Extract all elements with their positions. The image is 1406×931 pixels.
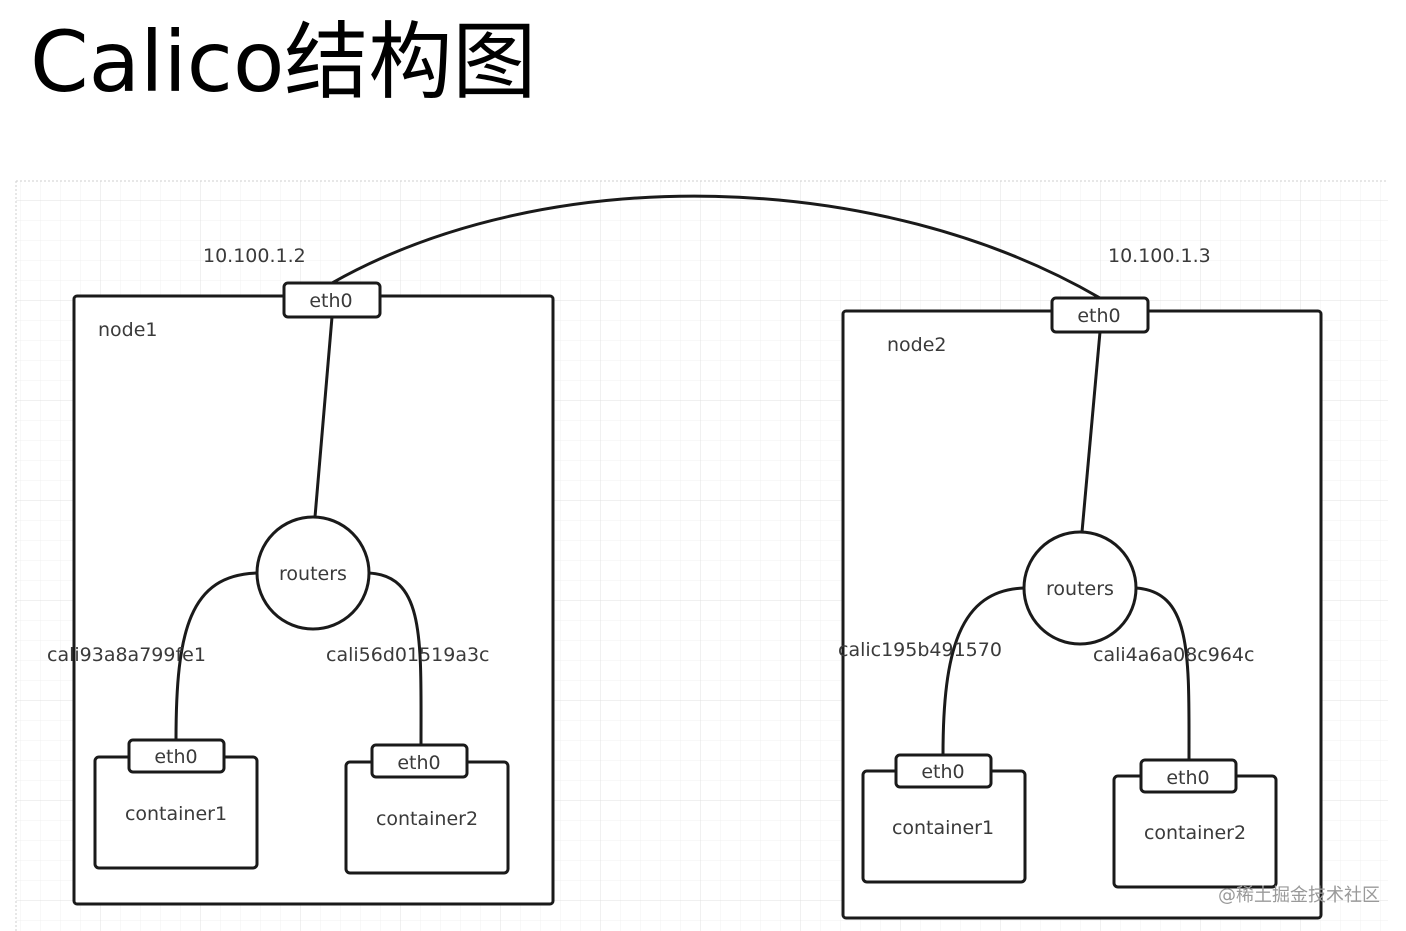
node1-container1-eth0-label: eth0 — [154, 746, 197, 768]
node1-cali-iface-1: cali93a8a799fe1 — [47, 644, 206, 666]
node2-container1-eth0-box — [894, 753, 993, 789]
node1-group: node1 10.100.1.2 eth0 routers cali93a8a7… — [47, 245, 555, 906]
node2-cali-iface-1: calic195b491570 — [838, 639, 1002, 661]
node2-cali-iface-2: cali4a6a08c964c — [1093, 644, 1254, 666]
node1-cali-link-1 — [174, 571, 258, 741]
node2-eth-router-link — [1080, 331, 1102, 533]
node2-container2-eth0-label: eth0 — [1166, 767, 1209, 789]
node1-container1-label: container1 — [125, 803, 227, 825]
node1-eth0-label: eth0 — [309, 290, 352, 312]
node2-label: node2 — [887, 334, 947, 356]
node1-router-label: routers — [279, 563, 347, 585]
node1-cali-iface-2: cali56d01519a3c — [326, 644, 490, 666]
node2-container2-eth0-box — [1139, 758, 1238, 794]
node2-cali-link-1 — [941, 586, 1025, 756]
node2-container1-eth0-label: eth0 — [921, 761, 964, 783]
node2-eth0-label: eth0 — [1077, 305, 1120, 327]
node1-label: node1 — [98, 319, 158, 341]
node-interconnect-arc — [331, 194, 1101, 300]
node1-cali-link-2 — [368, 571, 423, 746]
node2-router-label: routers — [1046, 578, 1114, 600]
node2-container1-label: container1 — [892, 817, 994, 839]
node1-eth-router-link — [313, 316, 334, 518]
node1-container2-eth0-label: eth0 — [397, 752, 440, 774]
watermark: @稀土掘金技术社区 — [1218, 885, 1380, 906]
node2-ip: 10.100.1.3 — [1108, 245, 1211, 267]
node2-cali-link-2 — [1135, 586, 1191, 761]
node1-container2-label: container2 — [376, 808, 478, 830]
node1-container1-eth0-box — [127, 738, 226, 774]
page-title: Calico结构图 — [30, 13, 537, 111]
node2-container2-label: container2 — [1144, 822, 1246, 844]
node2-group: node2 10.100.1.3 eth0 routers calic195b4… — [838, 245, 1323, 920]
node1-container2-eth0-box — [370, 743, 469, 779]
node1-ip: 10.100.1.2 — [203, 245, 306, 267]
